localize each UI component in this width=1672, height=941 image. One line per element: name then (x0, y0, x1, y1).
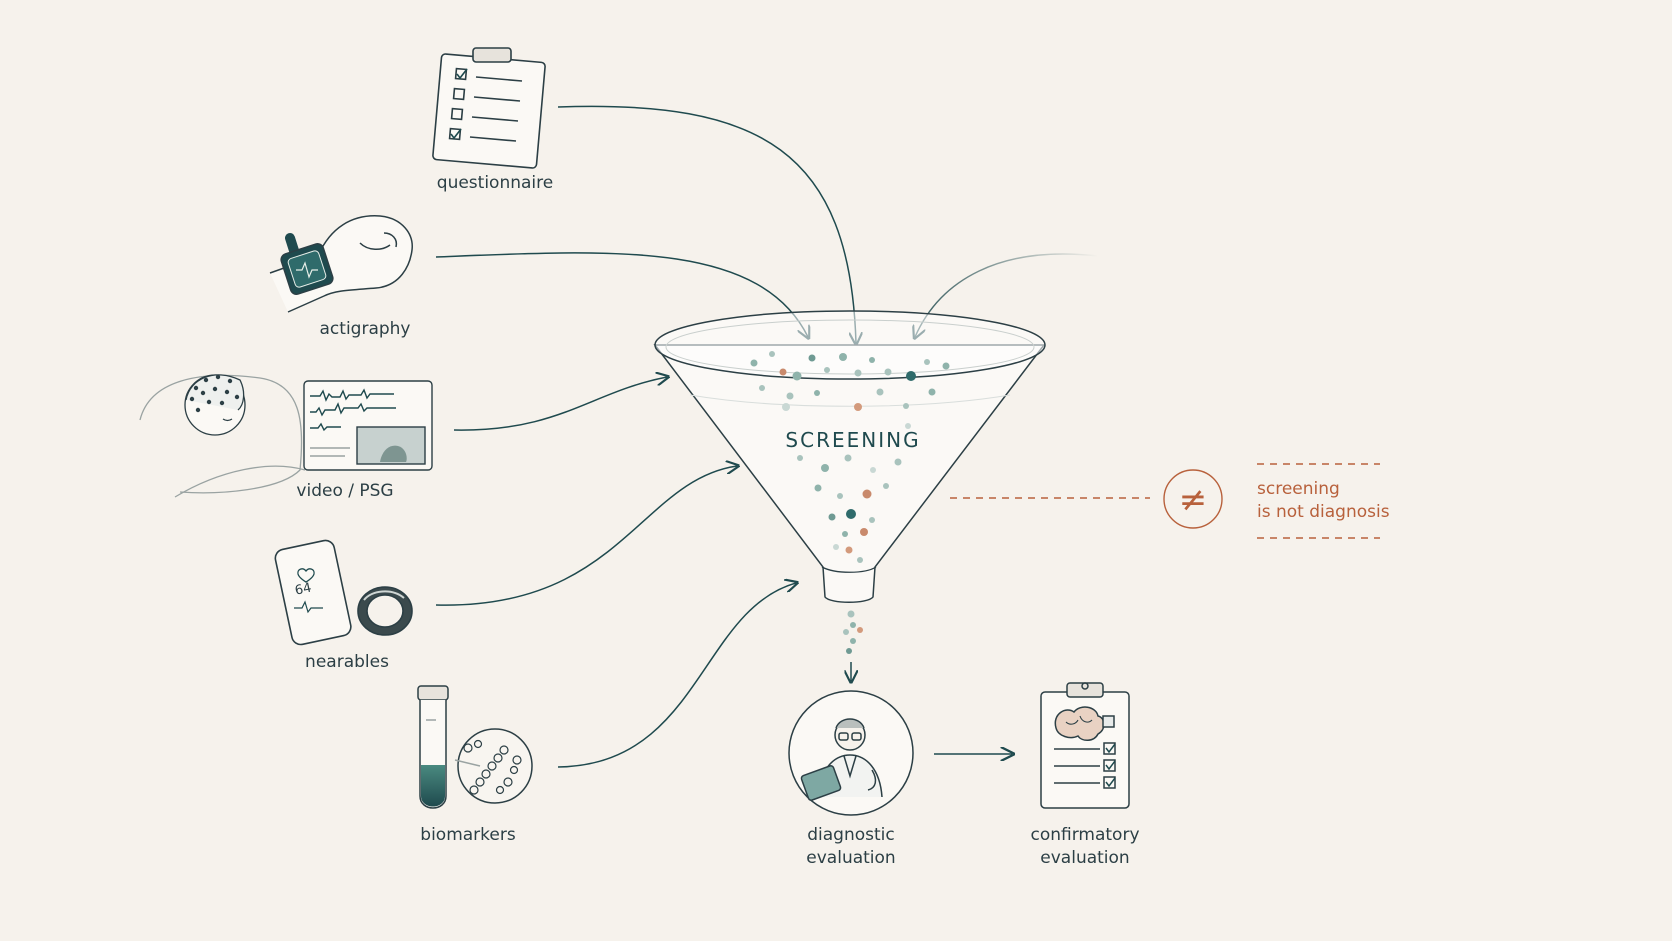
label-video-psg: video / PSG (296, 481, 394, 501)
sleeping-patient-eeg-icon (139, 374, 306, 498)
arrow-video-psg (453, 377, 667, 431)
diagnostic-line-2: evaluation (806, 848, 896, 868)
psg-monitor-icon (303, 380, 433, 471)
screening-funnel (653, 310, 1046, 603)
clipboard-brain-icon (1040, 682, 1130, 809)
callout-line-1: screening (1257, 479, 1340, 499)
smartphone-ring-icon: 64 (274, 539, 413, 646)
diagnostic-line-1: diagnostic (807, 825, 895, 845)
heart-rate-reading: 64 (294, 581, 313, 599)
clinician-tablet-icon (788, 690, 914, 816)
label-confirmatory-evaluation: confirmatory evaluation (1030, 824, 1139, 870)
filtered-particles (843, 610, 863, 654)
funnel-label: SCREENING (785, 428, 920, 452)
label-actigraphy: actigraphy (319, 319, 411, 339)
arrow-questionnaire (557, 105, 856, 343)
screening-not-diagnosis-callout (950, 463, 1380, 539)
arrow-nearables (435, 466, 737, 606)
screening-particles (750, 351, 950, 563)
confirmatory-line-2: evaluation (1040, 848, 1130, 868)
arrow-biomarkers (557, 583, 796, 768)
wrist-watch-icon (269, 215, 413, 313)
input-arrows (435, 105, 1099, 768)
confirmatory-line-1: confirmatory (1030, 825, 1140, 845)
label-diagnostic-evaluation: diagnostic evaluation (806, 824, 895, 870)
callout-line-2: is not diagnosis (1257, 502, 1390, 522)
arrow-actigraphy (435, 252, 808, 337)
test-tube-molecule-icon (417, 685, 533, 809)
label-questionnaire: questionnaire (436, 173, 554, 193)
callout-text: screening is not diagnosis (1257, 478, 1390, 524)
label-nearables: nearables (305, 652, 389, 672)
not-equal-symbol: ≠ (1179, 480, 1208, 520)
clipboard-checklist-icon (432, 47, 546, 169)
label-biomarkers: biomarkers (420, 825, 516, 845)
